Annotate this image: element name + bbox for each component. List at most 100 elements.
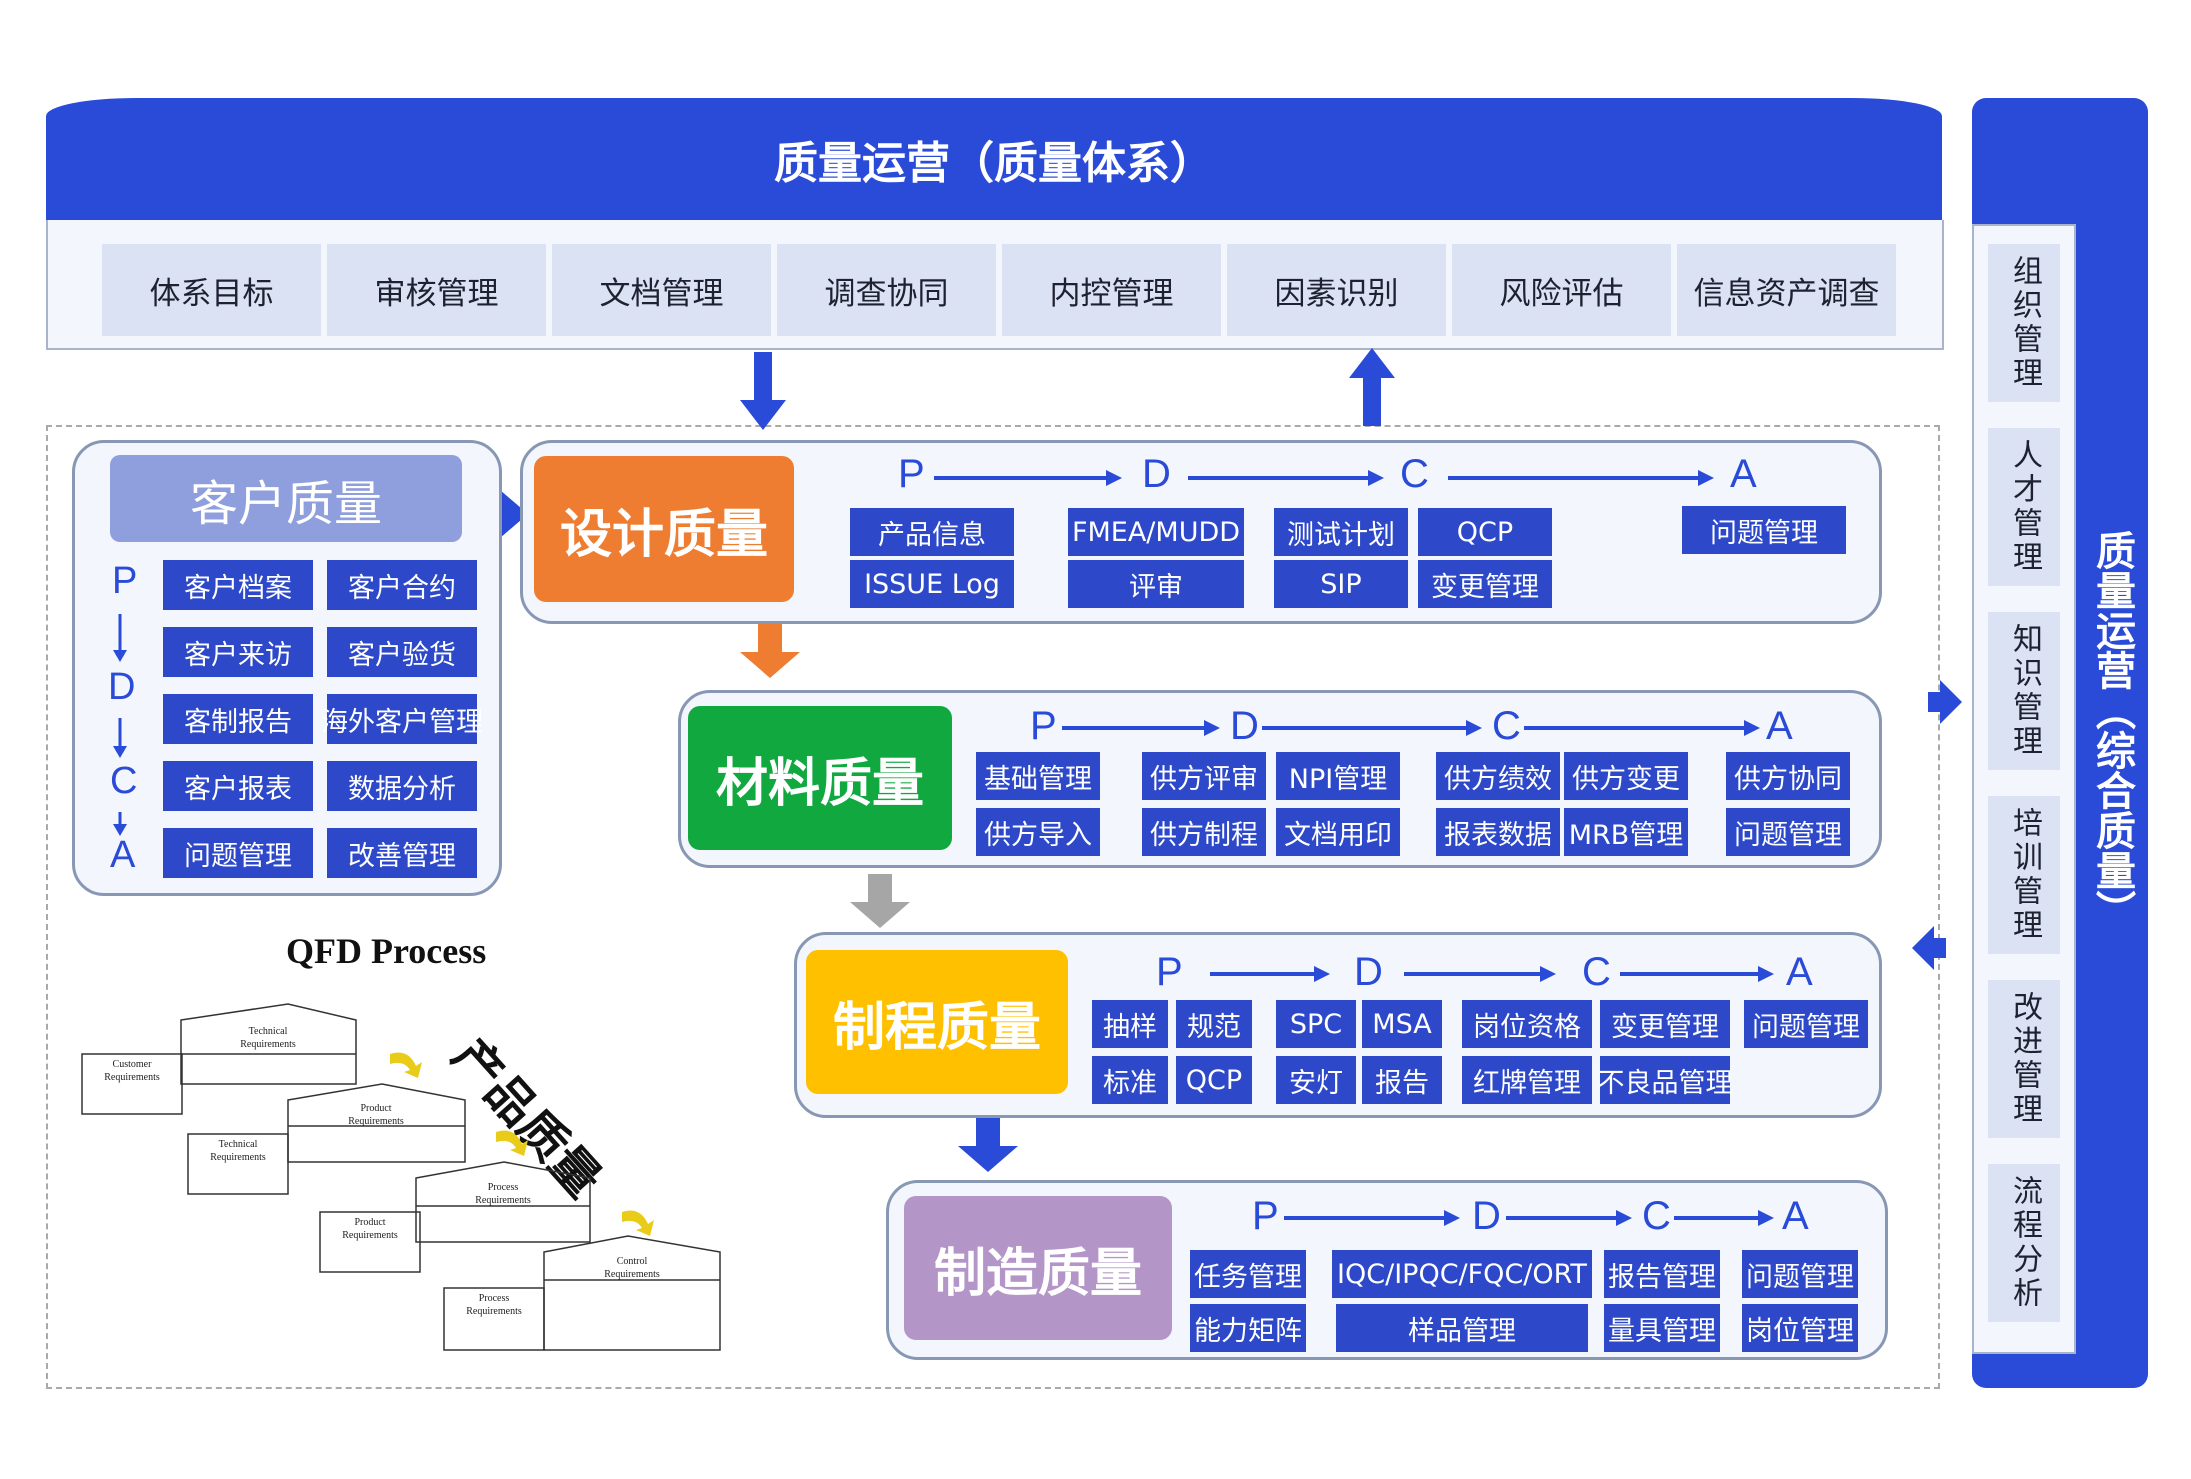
material-item[interactable]: 问题管理	[1726, 808, 1850, 856]
stage-d: D	[1354, 950, 1383, 994]
stage-c: C	[1400, 452, 1429, 496]
system-item[interactable]: 文档管理	[552, 244, 771, 336]
design-quality-title: 设计质量	[534, 456, 794, 602]
design-item[interactable]: 问题管理	[1682, 506, 1846, 554]
left-side-arrow-icon	[1912, 926, 1946, 970]
stage-c: C	[1492, 704, 1521, 748]
process-item[interactable]: 抽样	[1092, 1000, 1168, 1048]
qfd-technical-label-2: Requirements	[240, 1039, 296, 1050]
right-side-arrow-icon	[1928, 680, 1962, 724]
operations-item[interactable]: 组织管理	[1988, 244, 2060, 402]
customer-item[interactable]: 客制报告	[163, 694, 313, 744]
operations-item[interactable]: 人才管理	[1988, 428, 2060, 586]
customer-item[interactable]: 海外客户管理	[321, 694, 483, 744]
design-item[interactable]: QCP	[1418, 508, 1552, 556]
material-item[interactable]: MRB管理	[1564, 808, 1688, 856]
operations-title: 质量运营（综合质量）	[2089, 530, 2135, 930]
manufacture-item[interactable]: 报告管理	[1604, 1250, 1720, 1298]
qfd-product-label-1: Product	[360, 1103, 391, 1114]
qfd-process-label-3: Process	[479, 1293, 510, 1304]
operations-item[interactable]: 知识管理	[1988, 612, 2060, 770]
material-item[interactable]: 供方导入	[976, 808, 1100, 856]
material-item[interactable]: NPI管理	[1276, 752, 1400, 800]
manufacture-item[interactable]: 问题管理	[1742, 1250, 1858, 1298]
material-item[interactable]: 基础管理	[976, 752, 1100, 800]
material-item[interactable]: 供方变更	[1564, 752, 1688, 800]
system-item[interactable]: 体系目标	[102, 244, 321, 336]
process-item[interactable]: 报告	[1362, 1056, 1442, 1104]
customer-item[interactable]: 客户合约	[327, 560, 477, 610]
process-item[interactable]: 问题管理	[1744, 1000, 1868, 1048]
manufacture-item[interactable]: 样品管理	[1336, 1304, 1588, 1352]
gray-down-arrow-icon	[850, 874, 910, 928]
process-item[interactable]: 不良品管理	[1598, 1056, 1733, 1104]
material-item[interactable]: 供方制程	[1142, 808, 1266, 856]
system-item[interactable]: 调查协同	[777, 244, 996, 336]
material-item[interactable]: 供方绩效	[1436, 752, 1560, 800]
qfd-process-label-4: Requirements	[466, 1306, 522, 1317]
design-item[interactable]: 变更管理	[1418, 560, 1552, 608]
qfd-product-label-2: Requirements	[348, 1116, 404, 1127]
customer-item[interactable]: 客户报表	[163, 761, 313, 811]
quality-area-frame	[46, 425, 1940, 1389]
operations-item[interactable]: 改进管理	[1988, 980, 2060, 1138]
process-item[interactable]: 红牌管理	[1462, 1056, 1592, 1104]
stage-a: A	[1766, 704, 1793, 748]
customer-item[interactable]: 改善管理	[327, 828, 477, 878]
pdca-c: C	[110, 760, 138, 802]
design-item[interactable]: ISSUE Log	[850, 560, 1014, 608]
design-item[interactable]: SIP	[1274, 560, 1408, 608]
manufacture-item[interactable]: 能力矩阵	[1190, 1304, 1306, 1352]
material-item[interactable]: 供方评审	[1142, 752, 1266, 800]
design-item[interactable]: 评审	[1068, 560, 1244, 608]
qfd-customer-label-2: Requirements	[104, 1072, 160, 1083]
qfd-technical-label-1: Technical	[249, 1026, 288, 1037]
process-item[interactable]: MSA	[1362, 1000, 1442, 1048]
system-item[interactable]: 风险评估	[1452, 244, 1671, 336]
orange-down-arrow-icon	[740, 624, 800, 678]
down-arrow-icon	[740, 352, 786, 430]
operations-items-panel: 组织管理 人才管理 知识管理 培训管理 改进管理 流程分析	[1972, 224, 2076, 1354]
qfd-product-label-4: Requirements	[342, 1230, 398, 1241]
customer-item[interactable]: 数据分析	[327, 761, 477, 811]
stage-a: A	[1730, 452, 1757, 496]
stage-a: A	[1786, 950, 1813, 994]
manufacture-item[interactable]: 岗位管理	[1742, 1304, 1858, 1352]
process-item[interactable]: 标准	[1092, 1056, 1168, 1104]
process-item[interactable]: 变更管理	[1600, 1000, 1730, 1048]
operations-item[interactable]: 流程分析	[1988, 1164, 2060, 1322]
process-item[interactable]: 安灯	[1276, 1056, 1356, 1104]
material-item[interactable]: 供方协同	[1726, 752, 1850, 800]
system-item[interactable]: 信息资产调查	[1677, 244, 1896, 336]
operations-item[interactable]: 培训管理	[1988, 796, 2060, 954]
design-item[interactable]: FMEA/MUDD	[1068, 508, 1244, 556]
pdca-a: A	[110, 834, 136, 876]
customer-item[interactable]: 客户档案	[163, 560, 313, 610]
system-item[interactable]: 因素识别	[1227, 244, 1446, 336]
system-banner: 质量运营（质量体系）	[46, 98, 1942, 220]
qfd-product-label-3: Product	[354, 1217, 385, 1228]
customer-item[interactable]: 客户验货	[327, 627, 477, 677]
manufacture-item[interactable]: IQC/IPQC/FQC/ORT	[1332, 1250, 1592, 1298]
stage-p: P	[1156, 950, 1183, 994]
blue-down-arrow-icon	[958, 1116, 1018, 1172]
process-item[interactable]: QCP	[1176, 1056, 1252, 1104]
system-item[interactable]: 审核管理	[327, 244, 546, 336]
design-item[interactable]: 测试计划	[1274, 508, 1408, 556]
manufacture-item[interactable]: 任务管理	[1190, 1250, 1306, 1298]
material-item[interactable]: 文档用印	[1276, 808, 1400, 856]
qfd-process-label-2: Requirements	[475, 1195, 531, 1206]
qfd-control-label-2: Requirements	[604, 1269, 660, 1280]
customer-item[interactable]: 问题管理	[163, 828, 313, 878]
process-item[interactable]: SPC	[1276, 1000, 1356, 1048]
manufacture-item[interactable]: 量具管理	[1604, 1304, 1720, 1352]
process-item[interactable]: 岗位资格	[1462, 1000, 1592, 1048]
stage-p: P	[1252, 1194, 1279, 1238]
design-item[interactable]: 产品信息	[850, 508, 1014, 556]
material-item[interactable]: 报表数据	[1436, 808, 1560, 856]
system-item[interactable]: 内控管理	[1002, 244, 1221, 336]
customer-item[interactable]: 客户来访	[163, 627, 313, 677]
process-item[interactable]: 规范	[1176, 1000, 1252, 1048]
material-quality-title: 材料质量	[688, 706, 952, 850]
